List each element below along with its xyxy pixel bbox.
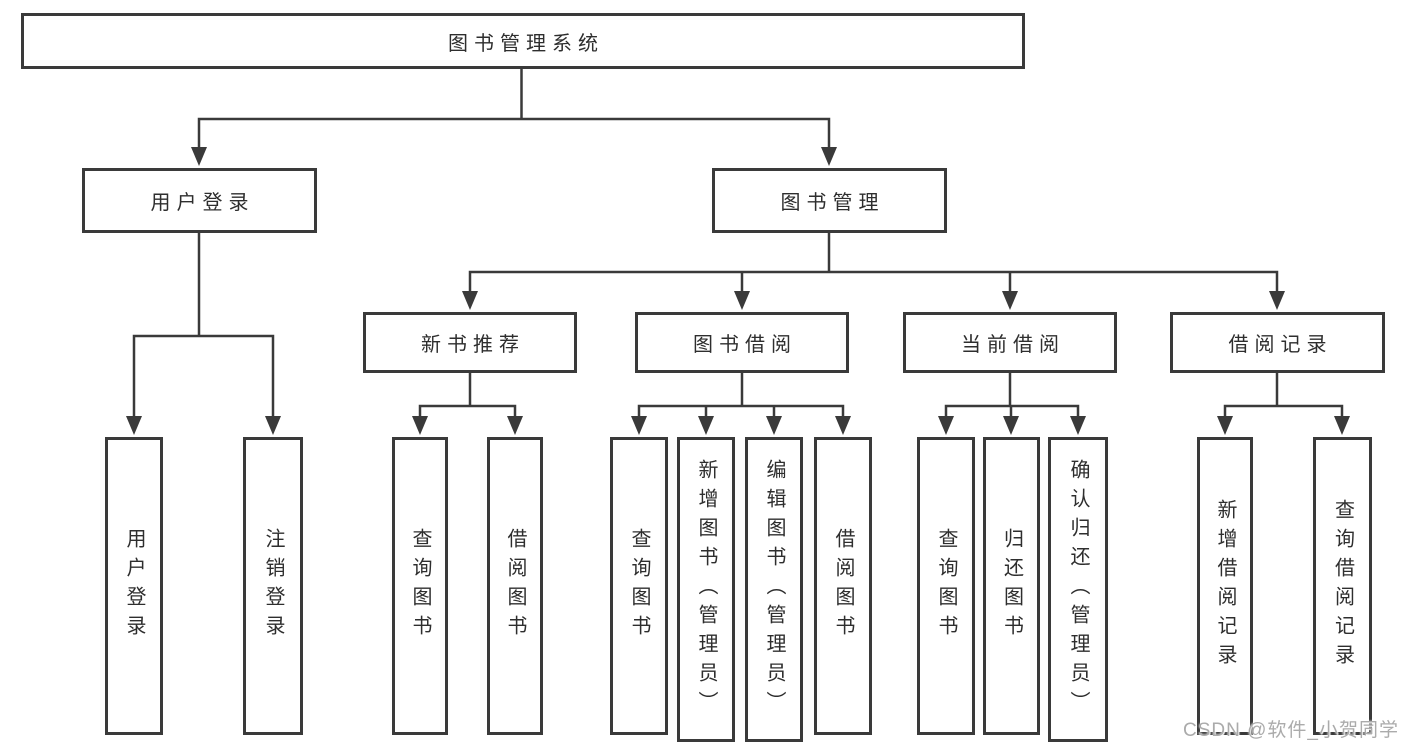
node-label: 用户登录 [150, 192, 255, 214]
leaf-label: 编辑图书（管理员） [763, 459, 785, 720]
leaf-borrow-edit-book-admin: 编辑图书（管理员） [745, 437, 803, 742]
arrow-down-icon [126, 416, 142, 435]
node-new-book-recommend: 新书推荐 [363, 312, 577, 373]
leaf-current-return-book: 归还图书 [983, 437, 1040, 735]
node-label: 图书借阅 [693, 334, 797, 356]
watermark-csdn: CSDN @软件_小贺同学 [1183, 720, 1399, 741]
arrow-down-icon [631, 416, 647, 435]
leaf-borrow-add-book-admin: 新增图书（管理员） [677, 437, 735, 742]
leaf-label: 借阅图书 [504, 528, 526, 644]
leaf-label: 查询图书 [409, 528, 431, 644]
node-label: 图书管理系统 [448, 32, 604, 55]
leaf-recommend-query-book: 查询图书 [392, 437, 448, 735]
leaf-label: 借阅图书 [832, 528, 854, 644]
node-current-borrow: 当前借阅 [903, 312, 1117, 373]
arrow-down-icon [507, 416, 523, 435]
leaf-logout: 注销登录 [243, 437, 303, 735]
arrow-down-icon [698, 416, 714, 435]
arrow-down-icon [462, 291, 478, 310]
leaf-borrow-query-book: 查询图书 [610, 437, 668, 735]
arrow-down-icon [1269, 291, 1285, 310]
node-label: 当前借阅 [961, 334, 1065, 356]
leaf-recommend-borrow-book: 借阅图书 [487, 437, 543, 735]
leaf-label: 注销登录 [262, 528, 284, 644]
leaf-label: 确认归还（管理员） [1067, 459, 1089, 720]
connector-line [944, 372, 1080, 418]
leaf-current-confirm-return-admin: 确认归还（管理员） [1048, 437, 1108, 742]
node-label: 新书推荐 [421, 334, 525, 356]
arrow-down-icon [1070, 416, 1086, 435]
leaf-label: 查询借阅记录 [1331, 499, 1354, 673]
node-book-management: 图书管理 [712, 168, 947, 233]
arrow-down-icon [191, 147, 207, 166]
leaf-label: 新增图书（管理员） [695, 459, 717, 720]
arrow-down-icon [1003, 416, 1019, 435]
node-user-login: 用户登录 [82, 168, 317, 233]
arrow-down-icon [938, 416, 954, 435]
connector-line [637, 372, 845, 418]
leaf-records-add-record: 新增借阅记录 [1197, 437, 1253, 735]
leaf-records-query-record: 查询借阅记录 [1313, 437, 1372, 735]
arrow-down-icon [766, 416, 782, 435]
arrow-down-icon [412, 416, 428, 435]
node-book-borrow: 图书借阅 [635, 312, 849, 373]
leaf-current-query-book: 查询图书 [917, 437, 975, 735]
arrow-down-icon [821, 147, 837, 166]
leaf-user-login: 用户登录 [105, 437, 163, 735]
arrow-down-icon [734, 291, 750, 310]
connector-line [468, 232, 1279, 295]
node-label: 图书管理 [780, 192, 885, 214]
leaf-borrow-borrow-book: 借阅图书 [814, 437, 872, 735]
leaf-label: 查询图书 [628, 528, 650, 644]
node-library-system: 图书管理系统 [21, 13, 1025, 69]
node-borrow-records: 借阅记录 [1170, 312, 1385, 373]
leaf-label: 查询图书 [935, 528, 957, 644]
connector-line [418, 372, 517, 418]
leaf-label: 用户登录 [123, 528, 145, 644]
arrow-down-icon [1334, 416, 1350, 435]
leaf-label: 新增借阅记录 [1214, 499, 1236, 673]
arrow-down-icon [1002, 291, 1018, 310]
arrow-down-icon [265, 416, 281, 435]
arrow-down-icon [835, 416, 851, 435]
leaf-label: 归还图书 [1000, 528, 1023, 644]
connector-line [132, 232, 275, 418]
connector-line [197, 66, 831, 149]
arrow-down-icon [1217, 416, 1233, 435]
node-label: 借阅记录 [1228, 334, 1333, 356]
connector-line [1223, 372, 1344, 418]
